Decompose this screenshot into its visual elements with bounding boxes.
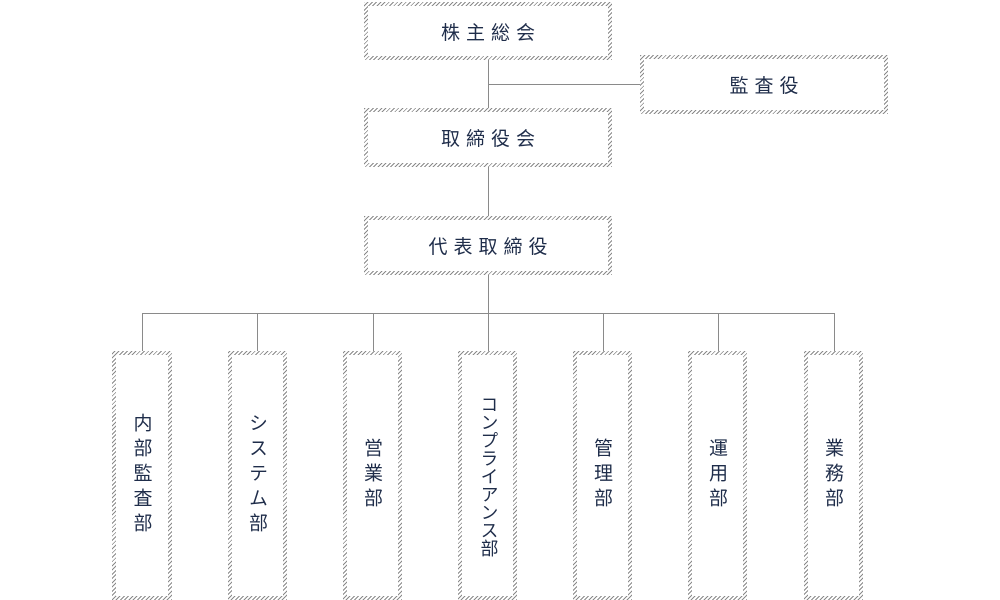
representative-director-box: 代表取締役 xyxy=(364,216,612,275)
auditor-box: 監査役 xyxy=(640,55,888,114)
department-label-compliance: コンプライアンス部 xyxy=(477,394,499,557)
department-label-systems: システム部 xyxy=(246,413,268,538)
shareholders-meeting-label: 株主総会 xyxy=(440,21,541,44)
department-label-sales: 営業部 xyxy=(361,438,383,513)
department-box-systems: システム部 xyxy=(228,351,287,600)
department-label-management: 管理部 xyxy=(591,438,613,513)
department-label-operations: 運用部 xyxy=(706,438,728,513)
shareholders-meeting-box: 株主総会 xyxy=(364,2,612,60)
department-box-business: 業務部 xyxy=(804,351,863,600)
department-box-internal-audit: 内部監査部 xyxy=(112,351,172,600)
department-label-internal-audit: 内部監査部 xyxy=(130,413,153,538)
department-box-operations: 運用部 xyxy=(688,351,747,600)
board-of-directors-label: 取締役会 xyxy=(440,128,541,150)
representative-director-label: 代表取締役 xyxy=(428,236,554,258)
department-box-compliance: コンプライアンス部 xyxy=(458,351,517,600)
department-box-management: 管理部 xyxy=(573,351,632,600)
department-box-sales: 営業部 xyxy=(343,351,402,600)
board-of-directors-box: 取締役会 xyxy=(364,108,612,167)
auditor-label: 監査役 xyxy=(729,75,805,97)
department-label-business: 業務部 xyxy=(822,438,844,513)
